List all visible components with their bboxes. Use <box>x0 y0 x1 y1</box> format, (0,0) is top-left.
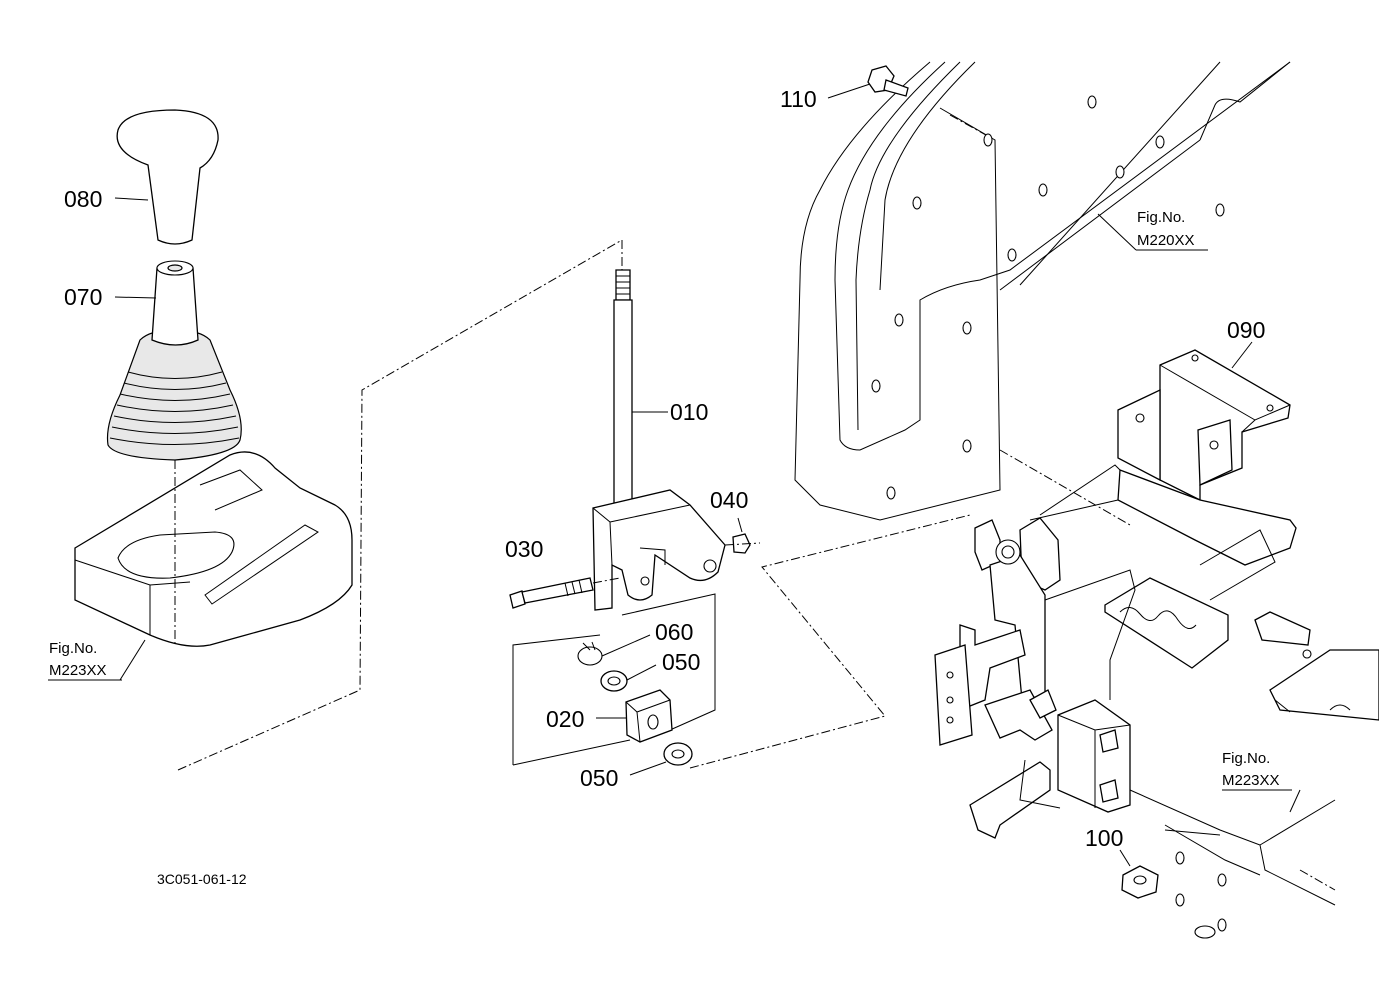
bolt-110 <box>827 65 909 99</box>
label-020: 020 <box>546 706 584 732</box>
spring-plate <box>1104 529 1276 669</box>
fig-ref-top-code: M220XX <box>1137 232 1195 249</box>
label-110: 110 <box>780 86 817 112</box>
link-dash-reference <box>689 514 971 769</box>
washer-050-upper <box>600 664 657 692</box>
fig-ref-right-label: Fig.No. <box>1222 750 1270 767</box>
console-cover <box>74 451 353 647</box>
block-020 <box>596 689 673 743</box>
lever-bracket <box>592 489 726 611</box>
bracket-090 <box>1029 341 1297 566</box>
label-070: 070 <box>64 284 102 310</box>
fig-ref-left-label: Fig.No. <box>49 640 97 657</box>
snap-pin-060 <box>577 634 651 666</box>
nut-040 <box>724 517 761 554</box>
exploded-parts-box <box>512 593 716 766</box>
leader-fig-left <box>119 639 146 681</box>
label-040: 040 <box>710 487 748 513</box>
label-080: 080 <box>64 186 102 212</box>
document-code: 3C051-061-12 <box>157 871 247 887</box>
boot <box>106 260 242 461</box>
shift-lever-rod <box>613 269 668 516</box>
frame-plate <box>794 61 1291 526</box>
fig-ref-right-code: M223XX <box>1222 772 1280 789</box>
label-050-lower: 050 <box>580 765 618 791</box>
leader-070 <box>114 296 157 299</box>
label-010: 010 <box>670 399 708 425</box>
label-060: 060 <box>655 619 693 645</box>
washer-050-lower <box>629 742 693 776</box>
knob <box>116 109 219 245</box>
label-090: 090 <box>1227 317 1265 343</box>
lever-dash-reference <box>177 239 623 771</box>
lower-frame-plate <box>1129 789 1336 939</box>
bolt-030 <box>509 577 621 609</box>
fig-ref-left-code: M223XX <box>49 662 107 679</box>
label-050-upper: 050 <box>662 649 700 675</box>
lever-mechanism <box>934 517 1379 839</box>
label-100: 100 <box>1085 825 1123 851</box>
label-030: 030 <box>505 536 543 562</box>
leader-080 <box>114 197 149 201</box>
flange-nut-100 <box>1119 849 1159 899</box>
fig-ref-top-label: Fig.No. <box>1137 209 1185 226</box>
